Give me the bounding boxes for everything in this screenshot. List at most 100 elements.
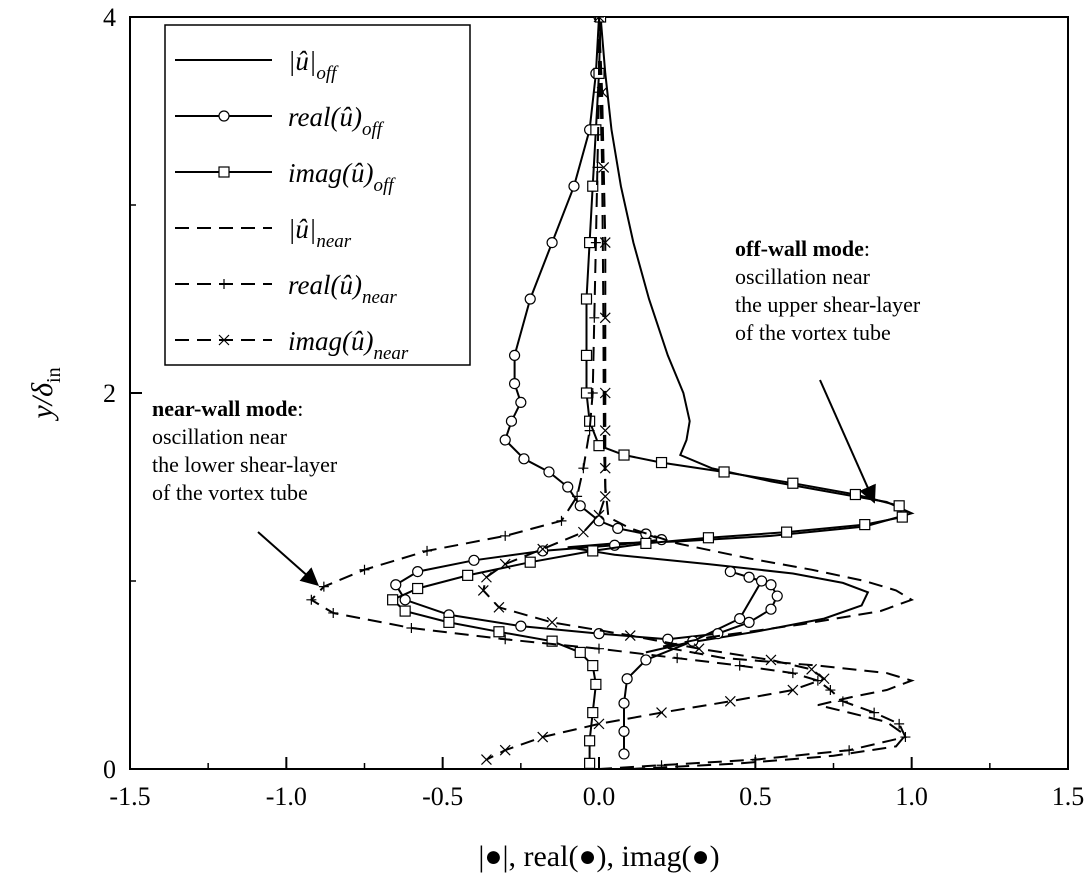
annotation-line-1-1: the upper shear-layer [735, 292, 921, 317]
y-tick-label-0: 0 [103, 755, 116, 784]
series-point-1-3 [568, 180, 580, 192]
series-point-4-27 [900, 732, 911, 743]
series-point-1-35 [724, 565, 736, 578]
series-point-1-42 [618, 725, 630, 738]
series-point-1-14 [574, 500, 586, 512]
series-point-5-20 [806, 663, 818, 675]
series-point-5-1 [596, 86, 608, 98]
series-point-1-37 [734, 612, 746, 625]
series-point-1-33 [765, 579, 777, 591]
series-line-5 [482, 17, 827, 761]
series-point-2-26 [399, 605, 411, 617]
series-point-5-17 [624, 630, 636, 641]
annotation-arrow-0 [257, 531, 319, 586]
legend-label-5: imag(û)near [288, 326, 409, 364]
series-point-2-29 [546, 635, 558, 647]
legend-label-1: real(û)off [288, 102, 385, 140]
legend-marker-4 [219, 279, 229, 289]
series-point-5-21 [818, 673, 830, 685]
series-point-1-12 [543, 466, 555, 478]
annotation-line-0-0: oscillation near [152, 424, 288, 449]
series-layer [306, 17, 915, 769]
x-tick-label-2: -0.5 [422, 782, 463, 811]
series-point-2-32 [590, 678, 602, 691]
legend-marker-5 [218, 334, 230, 346]
legend: |û|offreal(û)offimag(û)off|û|nearreal(û)… [164, 24, 471, 366]
series-point-2-22 [524, 556, 536, 568]
series-point-1-10 [499, 434, 511, 446]
legend-entry-2: imag(û)off [175, 158, 396, 196]
series-point-2-11 [655, 456, 668, 469]
series-point-1-32 [771, 590, 783, 602]
series-point-2-13 [787, 477, 799, 489]
annotation-line-0-2: of the vortex tube [152, 480, 308, 505]
series-point-4-30 [656, 760, 667, 769]
series-3 [598, 17, 915, 769]
series-point-4-25 [869, 707, 880, 718]
series-point-4-3 [590, 237, 601, 248]
series-point-2-16 [896, 511, 908, 523]
series-point-2-20 [640, 537, 652, 550]
series-point-5-23 [724, 695, 736, 707]
series-point-4-10 [500, 530, 511, 541]
series-point-2-15 [893, 500, 905, 512]
series-point-5-7 [599, 462, 611, 474]
series-point-2-18 [780, 526, 793, 538]
legend-label-0: |û|off [288, 46, 339, 84]
series-point-4-12 [359, 564, 370, 575]
annotation-line-0-1: the lower shear-layer [152, 452, 338, 477]
series-4 [306, 17, 911, 769]
legend-label-2: imag(û)off [288, 158, 396, 196]
series-0 [567, 17, 915, 654]
series-point-1-36 [755, 575, 768, 587]
series-point-1-31 [765, 603, 777, 615]
series-point-4-24 [837, 696, 848, 707]
series-point-4-14 [306, 594, 317, 605]
series-point-4-16 [406, 623, 417, 633]
series-point-5-28 [481, 754, 492, 766]
series-point-2-0 [594, 17, 607, 23]
series-point-5-2 [598, 161, 610, 173]
series-point-2-27 [443, 616, 455, 628]
series-point-1-39 [640, 654, 652, 666]
series-point-4-2 [592, 162, 603, 173]
series-point-4-21 [787, 668, 798, 679]
series-point-2-28 [493, 626, 505, 638]
series-point-1-26 [515, 620, 527, 632]
series-point-2-23 [462, 569, 474, 581]
series-point-1-9 [505, 415, 518, 427]
series-point-5-4 [599, 312, 611, 324]
legend-entry-1: real(û)off [175, 102, 385, 140]
series-point-5-15 [493, 601, 505, 613]
series-point-5-9 [593, 509, 605, 521]
y-tick-label-2: 4 [103, 3, 116, 32]
series-point-5-0 [593, 17, 605, 23]
series-point-4-28 [844, 745, 855, 756]
series-point-4-18 [594, 643, 604, 654]
series-point-2-24 [412, 582, 424, 595]
legend-label-3: |û|near [288, 214, 352, 252]
series-point-2-34 [584, 735, 596, 747]
series-point-5-22 [787, 684, 799, 696]
series-point-5-6 [599, 425, 611, 437]
series-point-4-20 [734, 660, 745, 671]
series-point-5-18 [693, 643, 705, 655]
series-point-4-11 [422, 545, 433, 556]
x-tick-label-6: 1.5 [1052, 782, 1085, 811]
annotation-line-1-0: oscillation near [735, 264, 871, 289]
series-point-4-13 [318, 581, 329, 592]
series-point-5-16 [546, 616, 558, 628]
series-point-2-21 [587, 545, 599, 557]
series-line-4 [309, 17, 907, 769]
series-point-2-33 [587, 706, 599, 719]
series-point-5-19 [765, 654, 777, 666]
legend-entry-3: |û|near [175, 214, 352, 252]
series-point-5-12 [499, 558, 511, 570]
x-tick-label-3: 0.0 [583, 782, 616, 811]
series-point-1-30 [743, 616, 755, 628]
x-tick-label-5: 1.0 [895, 782, 928, 811]
